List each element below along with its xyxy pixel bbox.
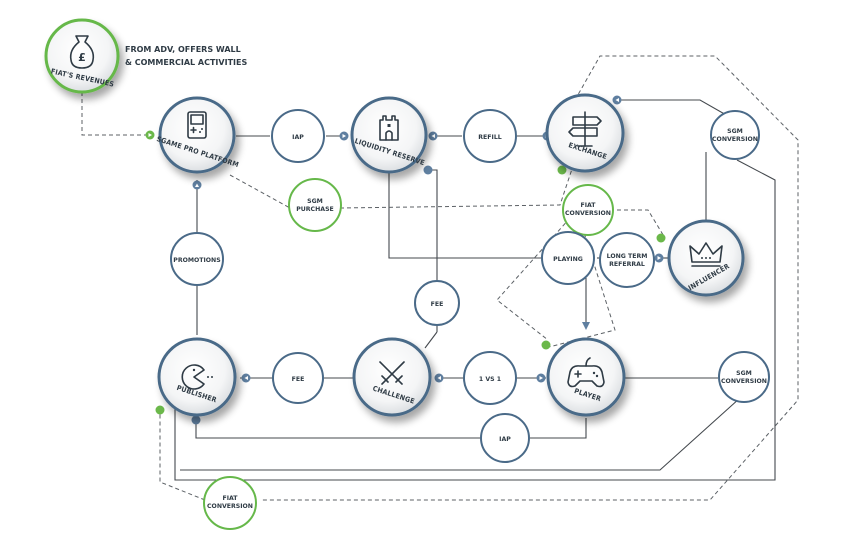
flow-fiat-conversion-mid: FIAT CONVERSION	[562, 184, 614, 236]
flow-1vs1-label: 1 VS 1	[479, 376, 501, 383]
flow-fiat-conversion-mid-label-2: CONVERSION	[565, 210, 611, 217]
arrow-blue-icon	[191, 415, 201, 425]
flow-playing-label: PLAYING	[553, 256, 583, 263]
flow-1vs1: 1 VS 1	[463, 351, 517, 405]
flow-sgm-conversion-right-label-2: CONVERSION	[712, 136, 758, 143]
flow-sgm-purchase: SGM PURCHASE	[288, 178, 342, 232]
flow-fee-left-label: FEE	[292, 376, 305, 383]
flow-iap-top: IAP	[271, 109, 325, 163]
flow-promotions: PROMOTIONS	[170, 232, 224, 286]
flow-long-term-referral-label-2: REFERRAL	[609, 261, 645, 268]
castle-tower-icon	[379, 115, 399, 141]
flow-fiat-conversion-mid-label-1: FIAT	[580, 202, 596, 209]
flow-fiat-conversion-bottom-label-2: CONVERSION	[207, 503, 253, 510]
source-note-line2: & COMMERCIAL ACTIVITIES	[125, 58, 247, 67]
flow-fiat-conversion-bottom-label-1: FIAT	[222, 495, 238, 502]
node-fiat-revenues	[44, 18, 120, 94]
pacman-icon	[181, 364, 213, 390]
arrow-green-icon	[541, 340, 551, 350]
flow-sgm-conversion-right-label-1: SGM	[727, 128, 743, 135]
flow-fee-mid-label: FEE	[431, 301, 444, 308]
arrow-green-icon	[155, 405, 165, 415]
flow-sgm-purchase-label-1: SGM	[307, 198, 323, 205]
flow-sgm-conversion-lower-label-1: SGM	[736, 370, 752, 377]
node-player	[546, 337, 626, 417]
crown-icon	[689, 242, 723, 267]
flow-fee-mid: FEE	[414, 280, 460, 326]
flow-iap-bottom-label: IAP	[499, 436, 511, 443]
flow-iap-top-label: IAP	[292, 134, 304, 141]
flow-iap-bottom: IAP	[480, 413, 530, 463]
flow-long-term-referral-label-1: LONG TERM	[607, 253, 648, 260]
gameboy-icon	[187, 111, 207, 139]
flow-sgm-conversion-right: SGM CONVERSION	[710, 110, 760, 160]
flow-sgm-purchase-label-2: PURCHASE	[296, 206, 334, 213]
gamepad-icon	[567, 357, 605, 388]
flow-fee-left: FEE	[272, 352, 324, 404]
flow-playing: PLAYING	[541, 231, 595, 285]
node-liquidity-reserve	[350, 96, 428, 174]
flow-refill: REFILL	[463, 109, 517, 163]
arrow-green-icon	[656, 233, 666, 243]
flow-sgm-conversion-lower-label-2: CONVERSION	[721, 378, 767, 385]
signpost-icon	[568, 111, 602, 147]
node-sgame-platform	[158, 96, 236, 174]
svg-text:£: £	[78, 51, 86, 64]
arrow-green-icon	[557, 165, 567, 175]
node-publisher	[157, 337, 237, 417]
flow-fiat-conversion-bottom: FIAT CONVERSION	[203, 476, 257, 530]
flow-promotions-label: PROMOTIONS	[173, 257, 220, 264]
node-challenge	[352, 337, 432, 417]
arrow-blue-icon	[423, 165, 433, 175]
money-bag-icon: £	[69, 35, 95, 69]
crossed-swords-icon	[379, 361, 405, 385]
source-note-line1: FROM ADV, OFFERS WALL	[125, 45, 241, 54]
flow-refill-label: REFILL	[478, 134, 501, 141]
flow-sgm-conversion-lower: SGM CONVERSION	[718, 351, 770, 403]
flow-long-term-referral: LONG TERM REFERRAL	[599, 232, 655, 288]
